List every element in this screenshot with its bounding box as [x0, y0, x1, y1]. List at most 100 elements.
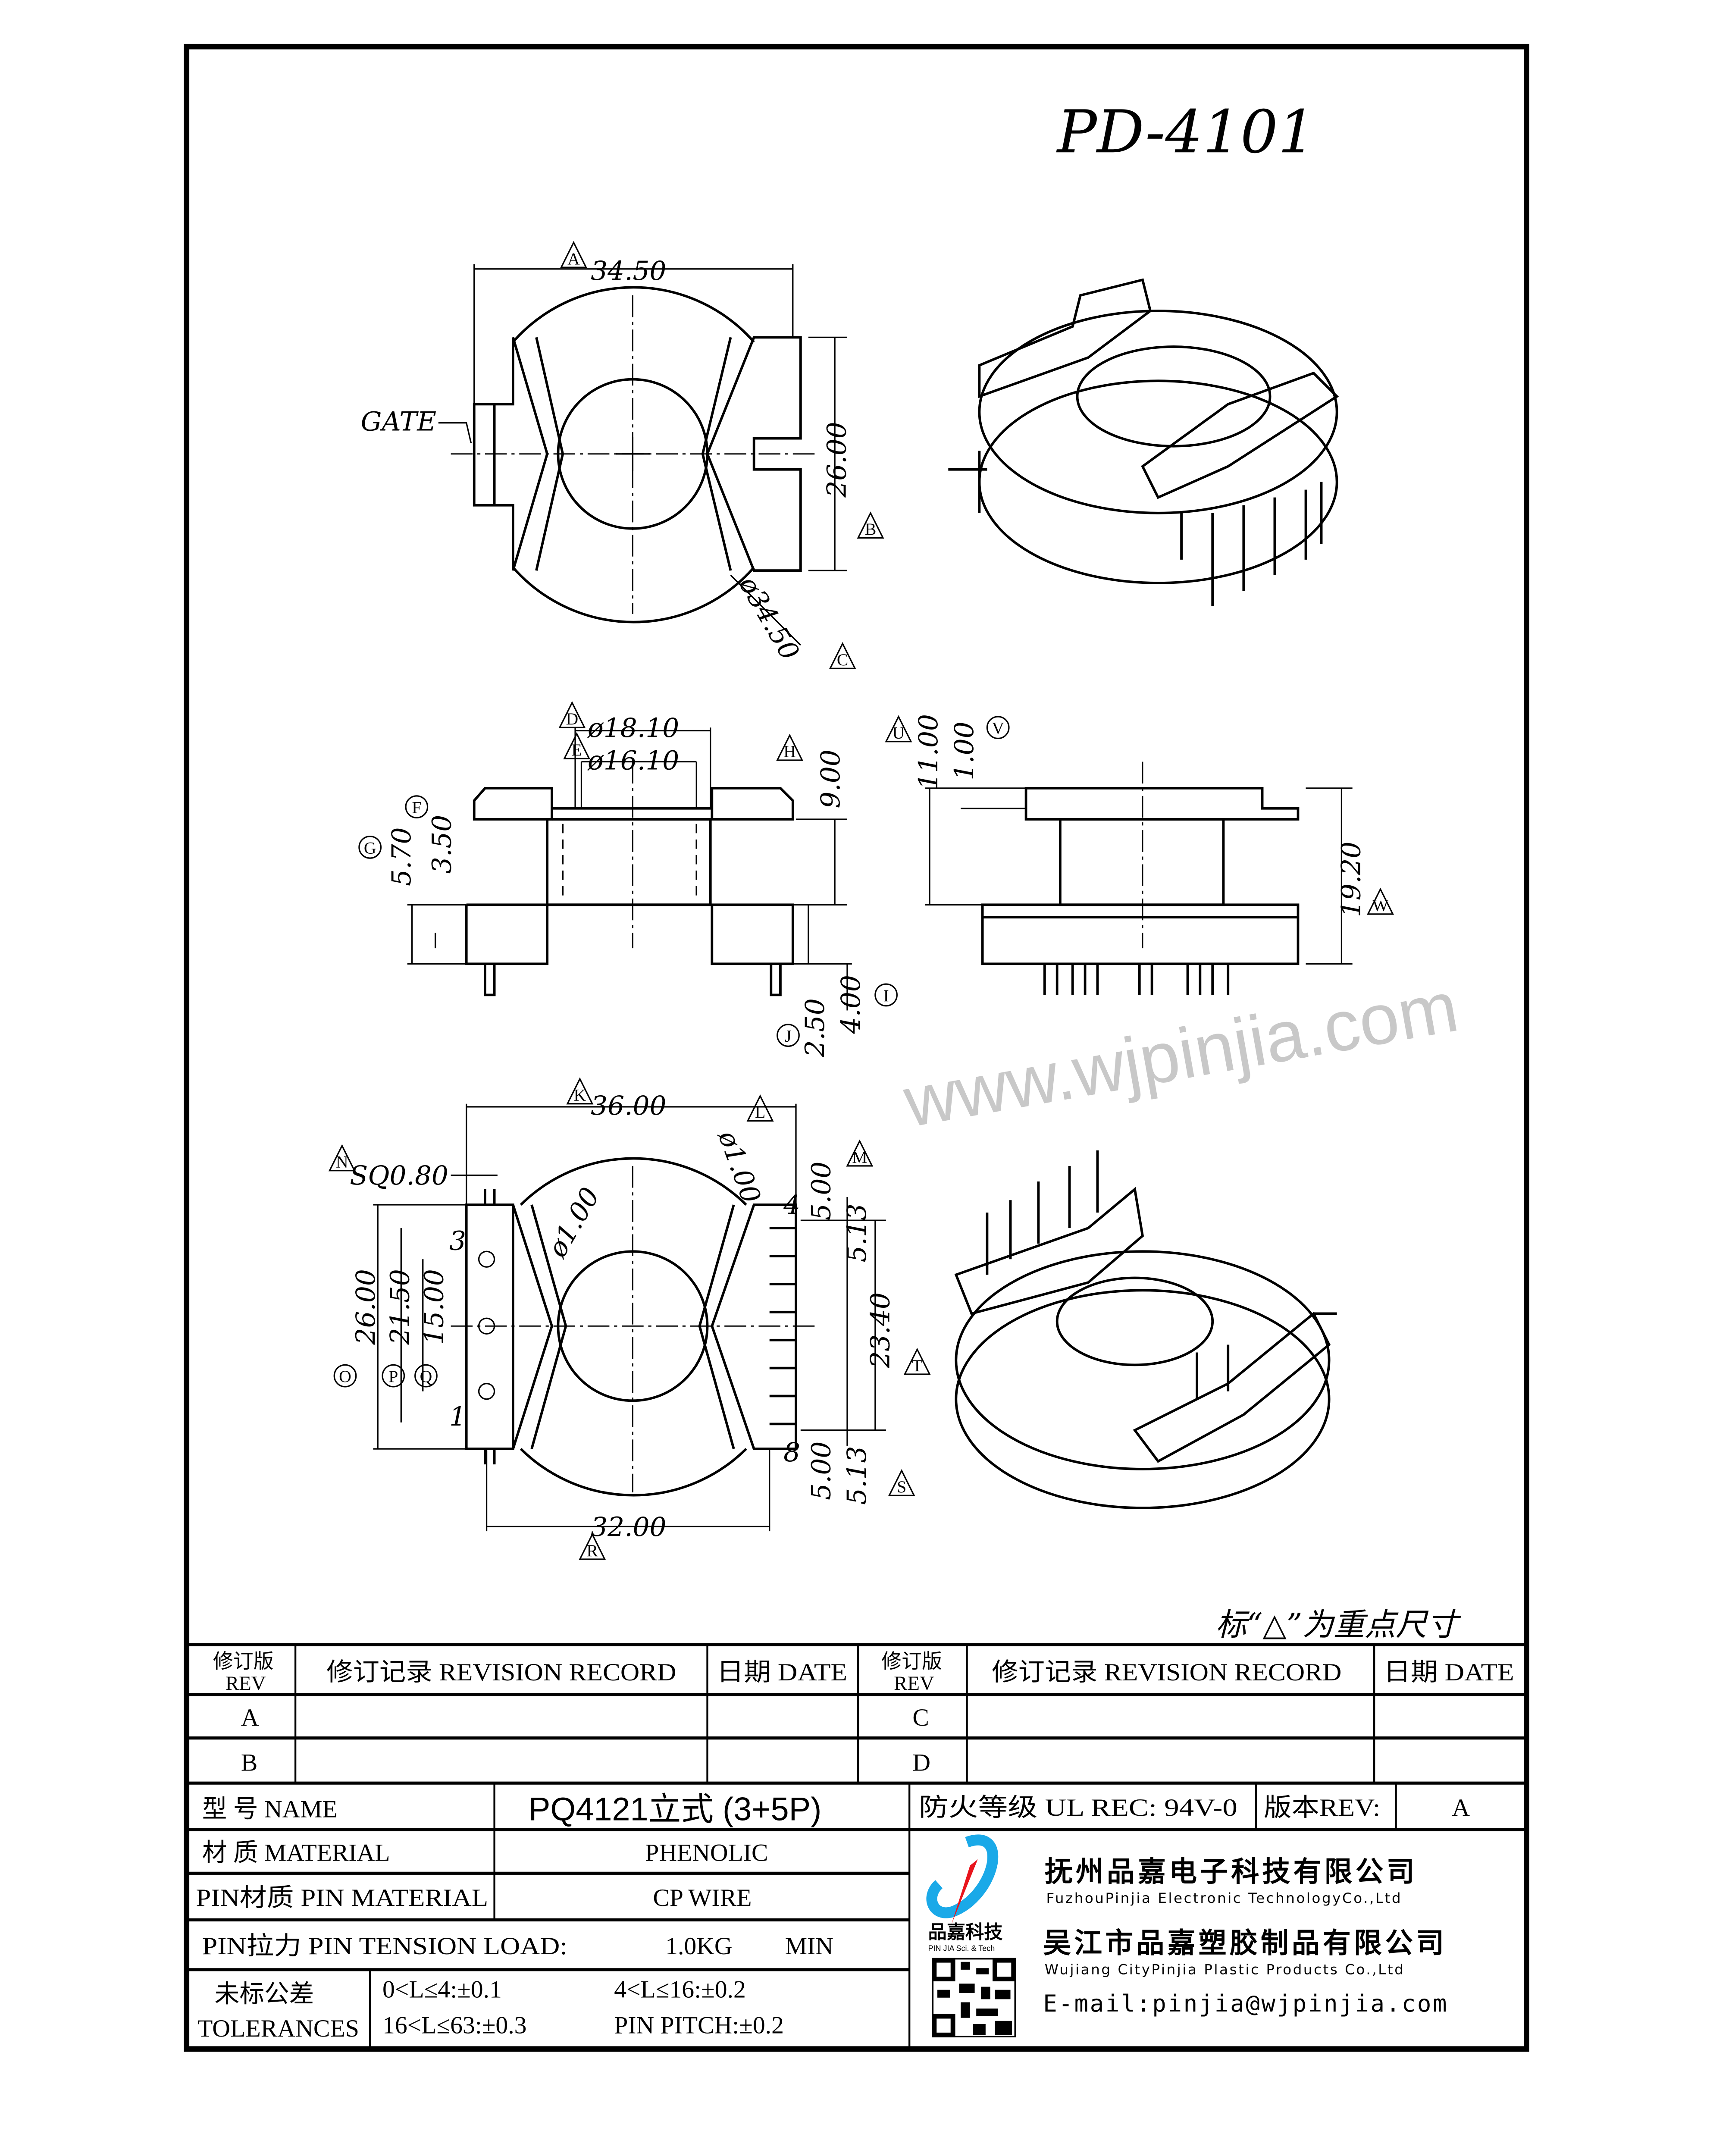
dim-5-13-bottom: 5.13 — [842, 1446, 872, 1504]
company-2-name-en: Wujiang CityPinjia Plastic Products Co.,… — [1045, 1962, 1405, 1978]
rev-header-en-left: REV — [225, 1672, 266, 1695]
callout-s: S — [888, 1469, 915, 1496]
isometric-view-top — [948, 278, 1339, 607]
revision-table: 修订版 REV 修订记录 REVISION RECORD 日期 DATE 修订版… — [186, 1643, 1527, 1785]
dim-5-top: 5.00 — [806, 1162, 836, 1220]
version-label: 版本REV: — [1264, 1794, 1380, 1821]
svg-text:P: P — [388, 1367, 398, 1386]
dim-d-outer: ø18.10 — [587, 713, 679, 743]
svg-text:U: U — [893, 723, 905, 742]
material-value: PHENOLIC — [645, 1839, 768, 1866]
side-view-front: ø18.10 ø16.10 9.00 2.50 4.00 5.70 3.50 — [386, 713, 866, 1058]
qr-code — [932, 1958, 1016, 2037]
dim-3-5: 3.50 — [427, 815, 457, 874]
callout-c: C — [829, 642, 856, 669]
rev-d: D — [912, 1749, 930, 1776]
callout-e: E — [563, 732, 591, 759]
svg-text:V: V — [992, 719, 1004, 738]
callout-l: L — [746, 1094, 774, 1122]
key-dimension-note: 标“△”为重点尺寸 — [1215, 1607, 1461, 1643]
tolerance-1: 0<L≤4:±0.1 — [382, 1976, 502, 2003]
callout-o: O — [333, 1364, 357, 1388]
tolerance-2: 4<L≤16:±0.2 — [614, 1976, 746, 2003]
isometric-view-bottom — [954, 1150, 1337, 1509]
pin-material-value: CP WIRE — [653, 1884, 752, 1912]
tension-unit: MIN — [785, 1933, 833, 1960]
date-header-left: 日期 DATE — [717, 1659, 847, 1686]
date-header-right: 日期 DATE — [1384, 1659, 1514, 1686]
company-1-name-cn: 抚州品嘉电子科技有限公司 — [1045, 1855, 1418, 1888]
logo-text-en: PIN JIA Sci. & Tech — [928, 1944, 995, 1953]
callout-n: N — [328, 1144, 356, 1172]
dim-top-height: 26.00 — [821, 422, 852, 498]
dim-5-7: 5.70 — [386, 827, 417, 886]
dim-top-width: 34.50 — [591, 256, 666, 286]
callouts: A B C D E F G H I J K L M N O P Q R S T … — [328, 241, 1394, 1560]
tolerance-3: 16<L≤63:±0.3 — [382, 2012, 527, 2039]
callout-i: I — [874, 983, 898, 1007]
dim-4: 4.00 — [836, 975, 866, 1034]
rev-a: A — [241, 1704, 259, 1731]
callout-k: K — [566, 1077, 594, 1104]
dim-1: 1.00 — [949, 721, 980, 780]
svg-text:T: T — [912, 1356, 922, 1375]
fire-rating-label: 防火等级 UL REC: 94V-0 — [919, 1794, 1237, 1821]
company-1-name-en: FuzhouPinjia Electronic TechnologyCo.,Lt… — [1046, 1890, 1402, 1906]
svg-text:B: B — [865, 520, 876, 539]
callout-j: J — [777, 1024, 800, 1047]
sheet-border — [184, 44, 1529, 2052]
dim-sq: SQ0.80 — [350, 1160, 448, 1191]
callout-h: H — [776, 733, 804, 761]
pin-number-8: 8 — [783, 1437, 800, 1468]
svg-text:I: I — [883, 986, 889, 1005]
svg-text:K: K — [574, 1085, 586, 1104]
dim-15: 15.00 — [419, 1269, 450, 1344]
svg-text:D: D — [566, 709, 579, 728]
pin-number-1: 1 — [449, 1401, 466, 1432]
company-email: E-mail:pinjia@wjpinjia.com — [1043, 1990, 1448, 2017]
pin-number-3: 3 — [449, 1226, 466, 1257]
tolerance-4: PIN PITCH:±0.2 — [614, 2012, 784, 2039]
callout-f: F — [405, 795, 429, 818]
company-2-name-cn: 吴江市品嘉塑胶制品有限公司 — [1043, 1927, 1447, 1959]
name-label: 型 号 NAME — [202, 1796, 338, 1823]
dim-36: 36.00 — [591, 1091, 666, 1121]
svg-text:A: A — [567, 249, 580, 268]
svg-text:L: L — [755, 1103, 765, 1122]
dim-5-bottom: 5.00 — [806, 1442, 836, 1500]
rev-c: C — [912, 1704, 929, 1731]
name-value: PQ4121立式 (3+5P) — [529, 1791, 821, 1828]
callout-a: A — [560, 241, 587, 268]
svg-text:Q: Q — [420, 1367, 432, 1386]
svg-text:N: N — [336, 1153, 348, 1172]
svg-text:C: C — [837, 650, 848, 669]
callout-u: U — [885, 715, 912, 742]
tension-label: PIN拉力 PIN TENSION LOAD: — [202, 1933, 567, 1960]
callout-b: B — [857, 511, 884, 539]
svg-text:G: G — [364, 838, 376, 857]
drawing-title: PD-4101 — [1056, 98, 1315, 166]
svg-text:E: E — [572, 740, 582, 759]
company-info: 品嘉科技 PIN JIA Sci. & Tech 抚州品嘉电子科技有限公司 Fu… — [926, 1834, 1448, 2037]
dim-d-inner: ø16.10 — [587, 746, 679, 776]
bottom-view: 36.00 32.00 SQ0.80 ø1.00 ø1.00 26.00 21.… — [350, 1091, 896, 1542]
callout-t: T — [903, 1348, 931, 1375]
tension-value: 1.0KG — [665, 1933, 732, 1960]
dim-11: 11.00 — [913, 714, 944, 790]
material-label: 材 质 MATERIAL — [202, 1839, 390, 1866]
version-value: A — [1452, 1794, 1470, 1821]
svg-text:F: F — [412, 798, 421, 817]
dim-21-5: 21.50 — [385, 1269, 415, 1345]
rev-b: B — [241, 1749, 257, 1776]
svg-text:W: W — [1372, 896, 1389, 915]
rev-header-cn-right: 修订版 — [881, 1650, 942, 1673]
callout-g: G — [358, 835, 382, 859]
dim-32: 32.00 — [591, 1512, 666, 1542]
tolerance-label-cn: 未标公差 — [215, 1981, 314, 2008]
dim-19-2: 19.20 — [1336, 842, 1367, 917]
callout-m: M — [846, 1139, 874, 1167]
callout-w: W — [1367, 887, 1394, 915]
drawing-sheet: PD-4101 www.wjpinjia.com 34.50 26.00 ø34… — [184, 44, 1529, 2052]
pin-number-4: 4 — [783, 1190, 800, 1221]
svg-text:O: O — [339, 1367, 351, 1386]
